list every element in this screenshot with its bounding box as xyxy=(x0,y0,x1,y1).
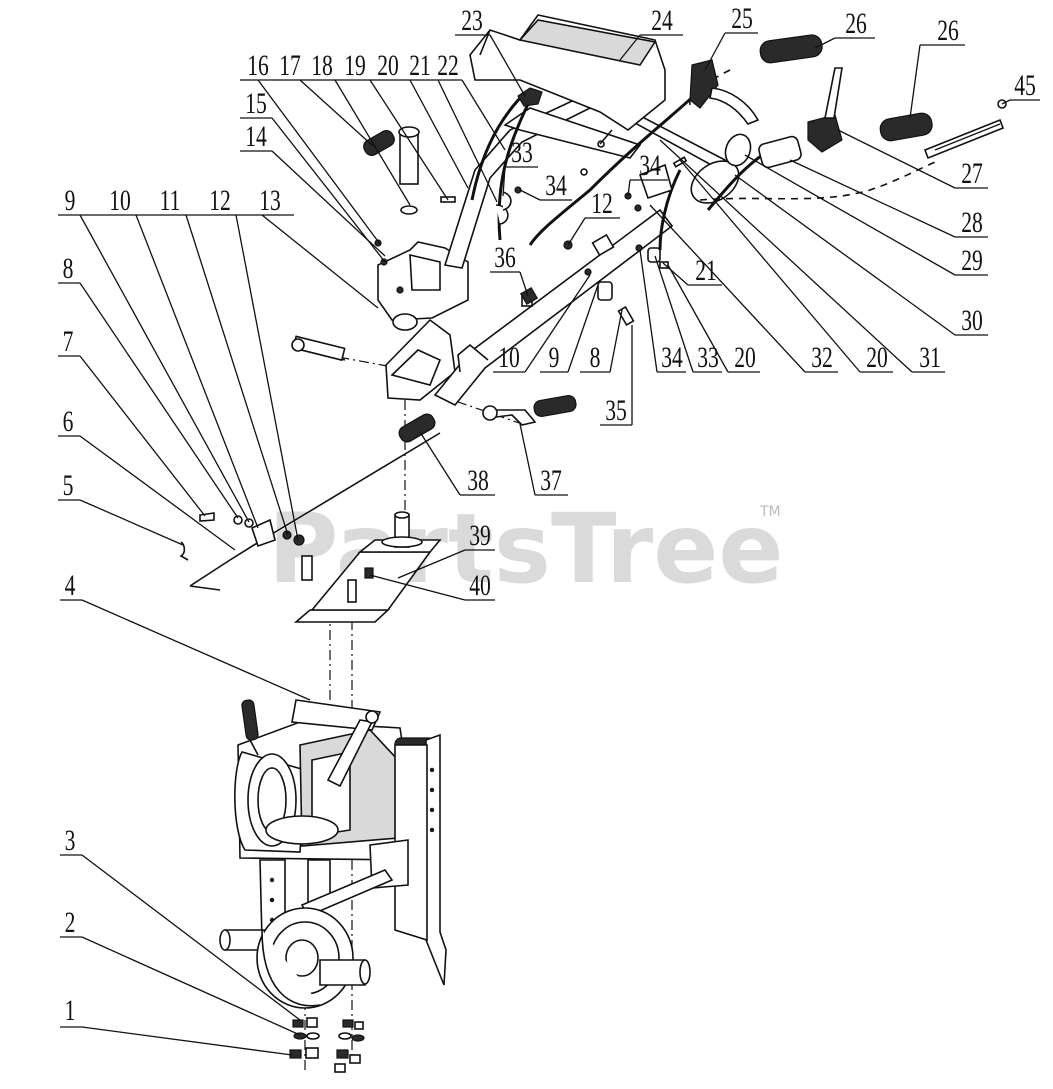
crank-handle xyxy=(482,394,577,426)
callout-20: 20 xyxy=(377,49,399,82)
callout-15: 15 xyxy=(245,87,267,120)
watermark-trademark: TM xyxy=(759,504,781,520)
lower-handle-mount xyxy=(291,241,469,401)
callout-34-lower: 34 xyxy=(661,341,683,374)
bottom-fasteners xyxy=(289,1017,365,1073)
callout-33-upper: 33 xyxy=(511,136,533,169)
callout-29: 29 xyxy=(961,244,983,277)
callout-38: 38 xyxy=(467,464,489,497)
callout-leaders xyxy=(58,32,1040,1056)
callout-2: 2 xyxy=(65,906,76,939)
callout-11: 11 xyxy=(160,184,181,217)
callout-33-lower: 33 xyxy=(697,341,719,374)
callout-12-upper: 12 xyxy=(591,187,613,220)
callout-36: 36 xyxy=(494,241,516,274)
callout-20-right: 20 xyxy=(866,341,888,374)
callout-20-middle: 20 xyxy=(734,341,756,374)
callout-22: 22 xyxy=(437,49,459,82)
callout-10: 10 xyxy=(109,184,131,217)
control-cables xyxy=(470,69,941,251)
engine-assembly xyxy=(234,699,447,986)
callout-1: 1 xyxy=(65,994,76,1027)
callout-31: 31 xyxy=(919,341,941,374)
callout-8: 8 xyxy=(63,252,74,285)
callout-8-right: 8 xyxy=(590,341,601,374)
callout-30: 30 xyxy=(961,304,983,337)
callout-13: 13 xyxy=(259,184,281,217)
callout-19: 19 xyxy=(344,49,366,82)
callout-21: 21 xyxy=(409,49,431,82)
callout-35: 35 xyxy=(605,394,627,427)
handle-bar-frame xyxy=(433,87,740,407)
callout-14: 14 xyxy=(245,120,267,153)
callout-23: 23 xyxy=(461,4,483,37)
handle-cover xyxy=(469,14,666,131)
callout-26-right: 26 xyxy=(937,14,959,47)
callout-39: 39 xyxy=(469,519,491,552)
callout-32: 32 xyxy=(811,341,833,374)
callout-5: 5 xyxy=(63,469,74,502)
callout-16: 16 xyxy=(247,49,269,82)
callout-10-right: 10 xyxy=(498,341,520,374)
callout-12: 12 xyxy=(209,184,231,217)
callout-21-right: 21 xyxy=(695,254,717,287)
upper-controls xyxy=(517,34,1007,169)
callout-34-upper-right: 34 xyxy=(639,149,661,182)
callout-45: 45 xyxy=(1014,69,1036,102)
callout-labels: 1 2 3 4 5 6 7 8 9 10 11 12 13 14 15 16 1… xyxy=(63,2,1036,1027)
callout-40: 40 xyxy=(469,569,491,602)
callout-34-upper: 34 xyxy=(545,169,567,202)
callout-9: 9 xyxy=(65,184,76,217)
handle-base-bracket xyxy=(293,511,442,623)
transmission-axle xyxy=(219,907,371,1009)
callout-26-left: 26 xyxy=(845,7,867,40)
callout-25: 25 xyxy=(731,2,753,35)
callout-9-right: 9 xyxy=(549,341,560,374)
callout-24: 24 xyxy=(651,4,673,37)
callout-3: 3 xyxy=(65,824,76,857)
callout-6: 6 xyxy=(63,405,74,438)
callout-37: 37 xyxy=(540,464,562,497)
callout-27: 27 xyxy=(961,157,983,190)
callout-28: 28 xyxy=(961,206,983,239)
height-adjust-knob xyxy=(363,126,420,247)
callout-4: 4 xyxy=(65,569,76,602)
callout-7: 7 xyxy=(63,325,74,358)
callout-18: 18 xyxy=(311,49,333,82)
callout-17: 17 xyxy=(279,49,301,82)
